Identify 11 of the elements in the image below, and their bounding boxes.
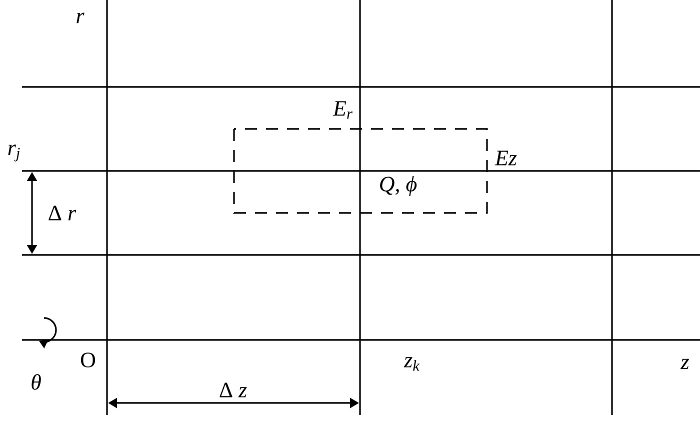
math-label: Δ r: [48, 206, 76, 220]
math-label: θ: [32, 374, 41, 390]
math-label: r: [76, 12, 84, 24]
math-label: O: [80, 352, 96, 368]
math-label: Q, ϕ: [380, 176, 417, 196]
math-label: Ez: [494, 150, 517, 166]
math-label: z: [680, 358, 689, 370]
math-label: z$_{k}$: [404, 357, 420, 371]
math-label: Δ z: [220, 382, 247, 398]
math-label: r$_{j}$: [8, 144, 20, 162]
math-label: E$_{r}$: [332, 101, 353, 119]
